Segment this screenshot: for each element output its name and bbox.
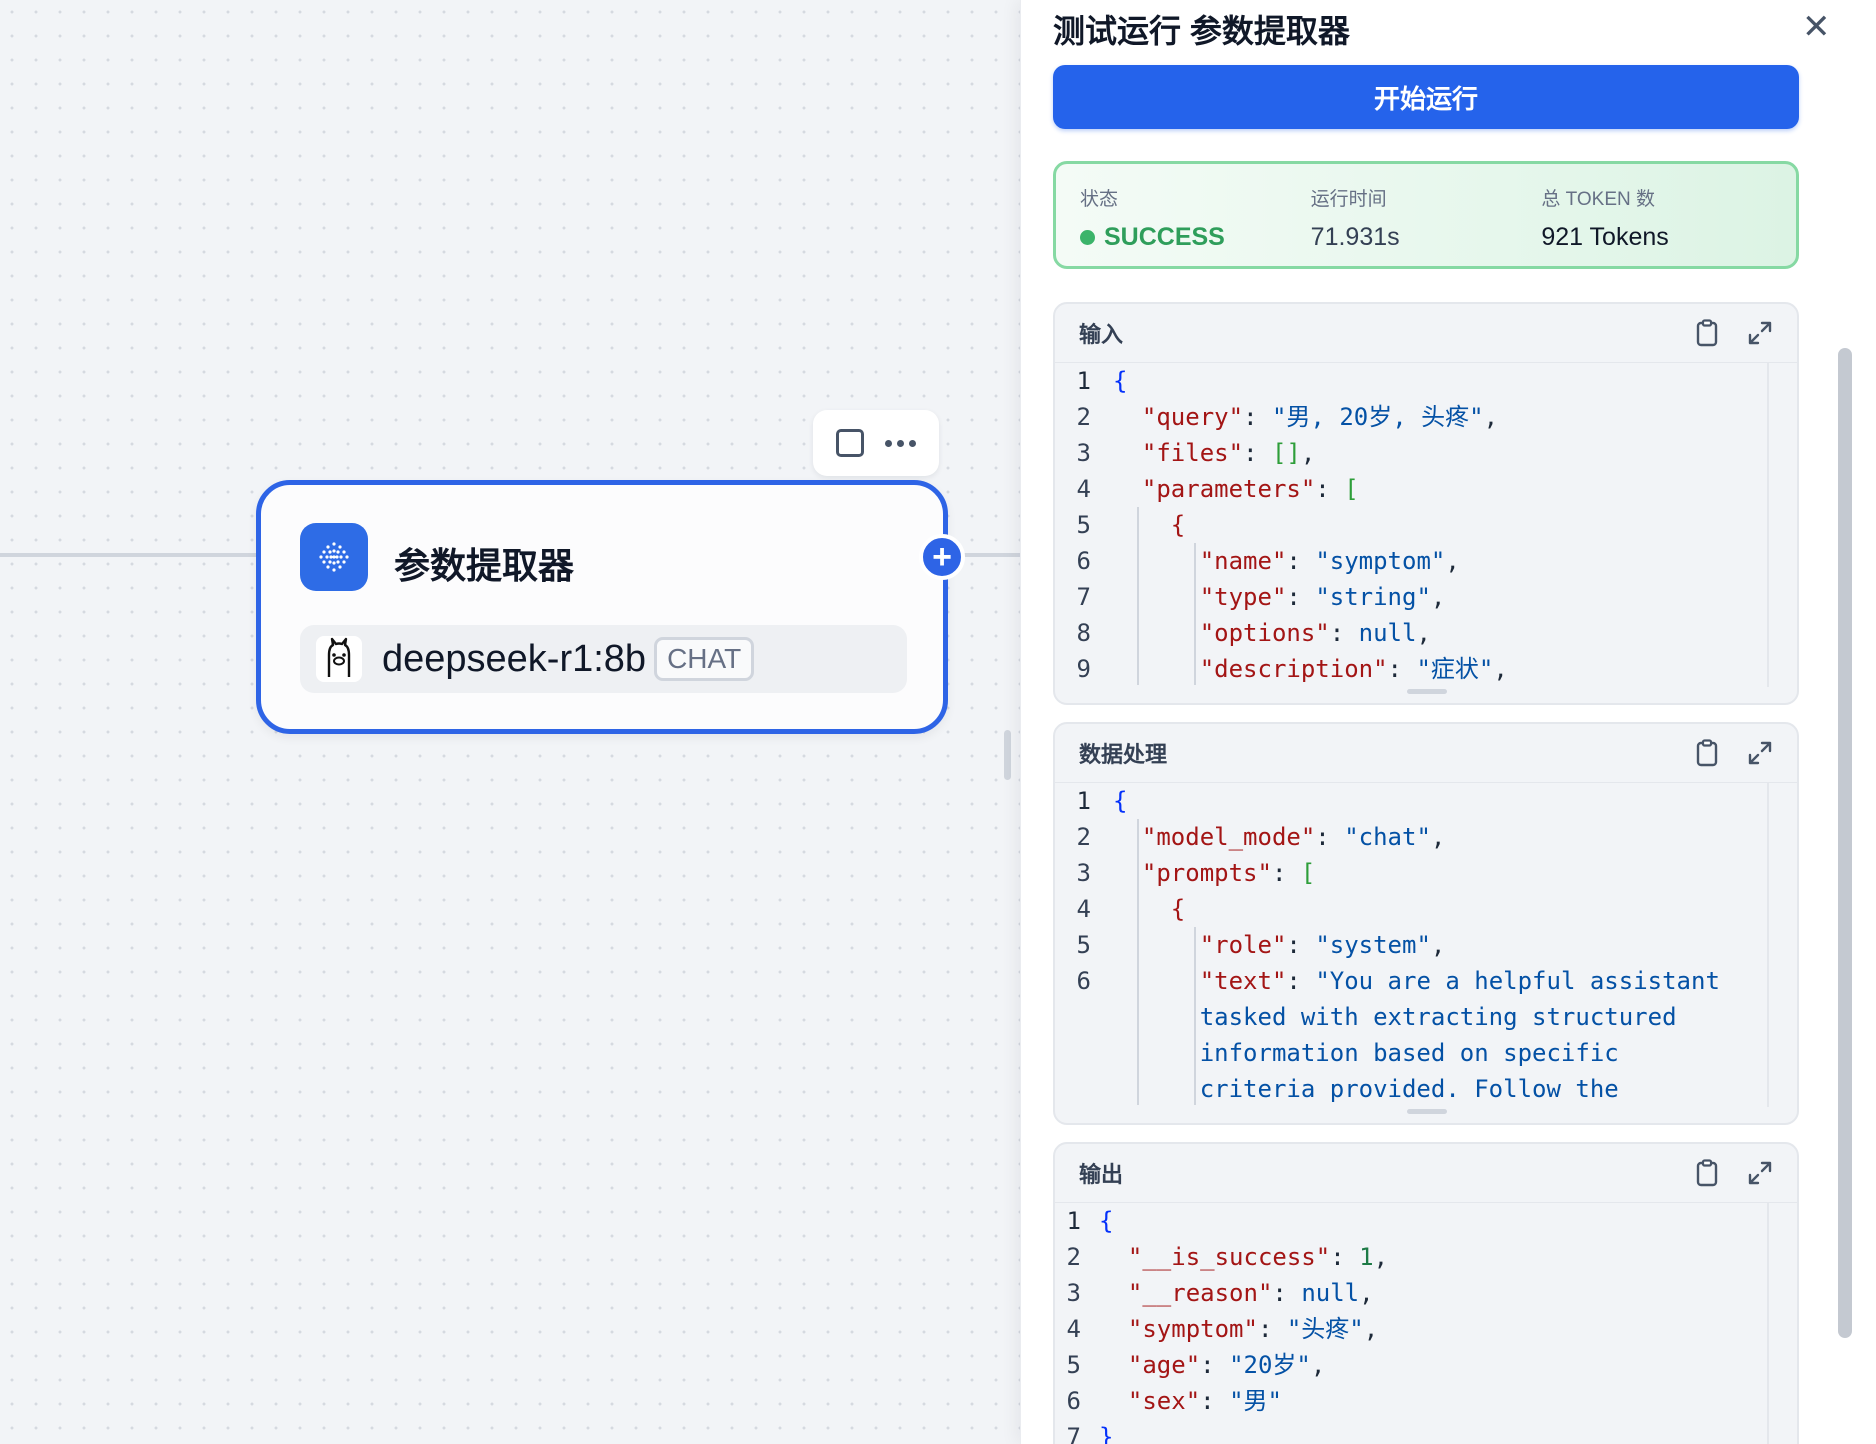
output-code[interactable]: 1{ 2 "__is_success": 1, 3 "__reason": nu… <box>1055 1202 1797 1444</box>
model-mode-badge: CHAT <box>654 637 755 681</box>
expand-icon[interactable] <box>1747 740 1773 766</box>
copy-icon[interactable] <box>1695 319 1719 347</box>
run-status-card: 状态 SUCCESS 运行时间 71.931s 总 TOKEN 数 921 To… <box>1053 161 1799 269</box>
output-title: 输出 <box>1079 1162 1124 1187</box>
model-name: deepseek-r1:8b <box>382 637 647 680</box>
run-time-label: 运行时间 <box>1310 189 1387 210</box>
outgoing-edge <box>944 553 1024 557</box>
ollama-icon <box>316 636 362 682</box>
parameter-extractor-icon <box>300 523 368 591</box>
copy-icon[interactable] <box>1695 739 1719 767</box>
test-run-panel: 测试运行 参数提取器 ✕ 开始运行 状态 SUCCESS 运行时间 71.931… <box>1020 0 1876 1444</box>
expand-icon[interactable] <box>1747 320 1773 346</box>
panel-title: 测试运行 参数提取器 <box>1053 13 1350 49</box>
model-selector[interactable]: deepseek-r1:8b CHAT <box>300 625 907 693</box>
run-time-value: 71.931s <box>1310 223 1400 251</box>
input-card: 输入 1{ 2 "query": "男, 20岁, 头疼", 3 "files"… <box>1053 302 1799 705</box>
copy-icon[interactable] <box>1695 1159 1719 1187</box>
panel-resize-handle[interactable] <box>1004 730 1011 780</box>
node-toolbar <box>813 410 939 476</box>
expand-icon[interactable] <box>1747 1160 1773 1186</box>
status-label: 状态 <box>1080 189 1119 210</box>
input-code[interactable]: 1{ 2 "query": "男, 20岁, 头疼", 3 "files": [… <box>1055 362 1797 694</box>
status-value: SUCCESS <box>1080 223 1311 252</box>
data-processing-card: 数据处理 1{ 2 "model_mode": "chat", 3 "promp… <box>1053 722 1799 1125</box>
panel-scrollbar[interactable] <box>1838 348 1852 1338</box>
close-icon[interactable]: ✕ <box>1802 8 1831 46</box>
node-title: 参数提取器 <box>394 545 575 586</box>
start-run-button[interactable]: 开始运行 <box>1053 65 1799 129</box>
input-title: 输入 <box>1079 322 1124 347</box>
status-text: SUCCESS <box>1104 223 1225 251</box>
token-count-value: 921 Tokens <box>1541 223 1669 251</box>
token-count-label: 总 TOKEN 数 <box>1541 189 1656 210</box>
more-icon[interactable] <box>885 439 917 447</box>
data-processing-code[interactable]: 1{ 2 "model_mode": "chat", 3 "prompts": … <box>1055 782 1797 1114</box>
output-card: 输出 1{ 2 "__is_success": 1, 3 "__reason":… <box>1053 1142 1799 1444</box>
add-icon[interactable]: + <box>919 534 965 580</box>
incoming-edge <box>0 553 260 557</box>
checkbox-icon[interactable] <box>835 429 864 457</box>
status-dot <box>1080 230 1095 245</box>
data-processing-title: 数据处理 <box>1079 742 1168 767</box>
parameter-extractor-node[interactable]: 参数提取器 deepseek-r1:8b CHAT <box>256 480 948 734</box>
